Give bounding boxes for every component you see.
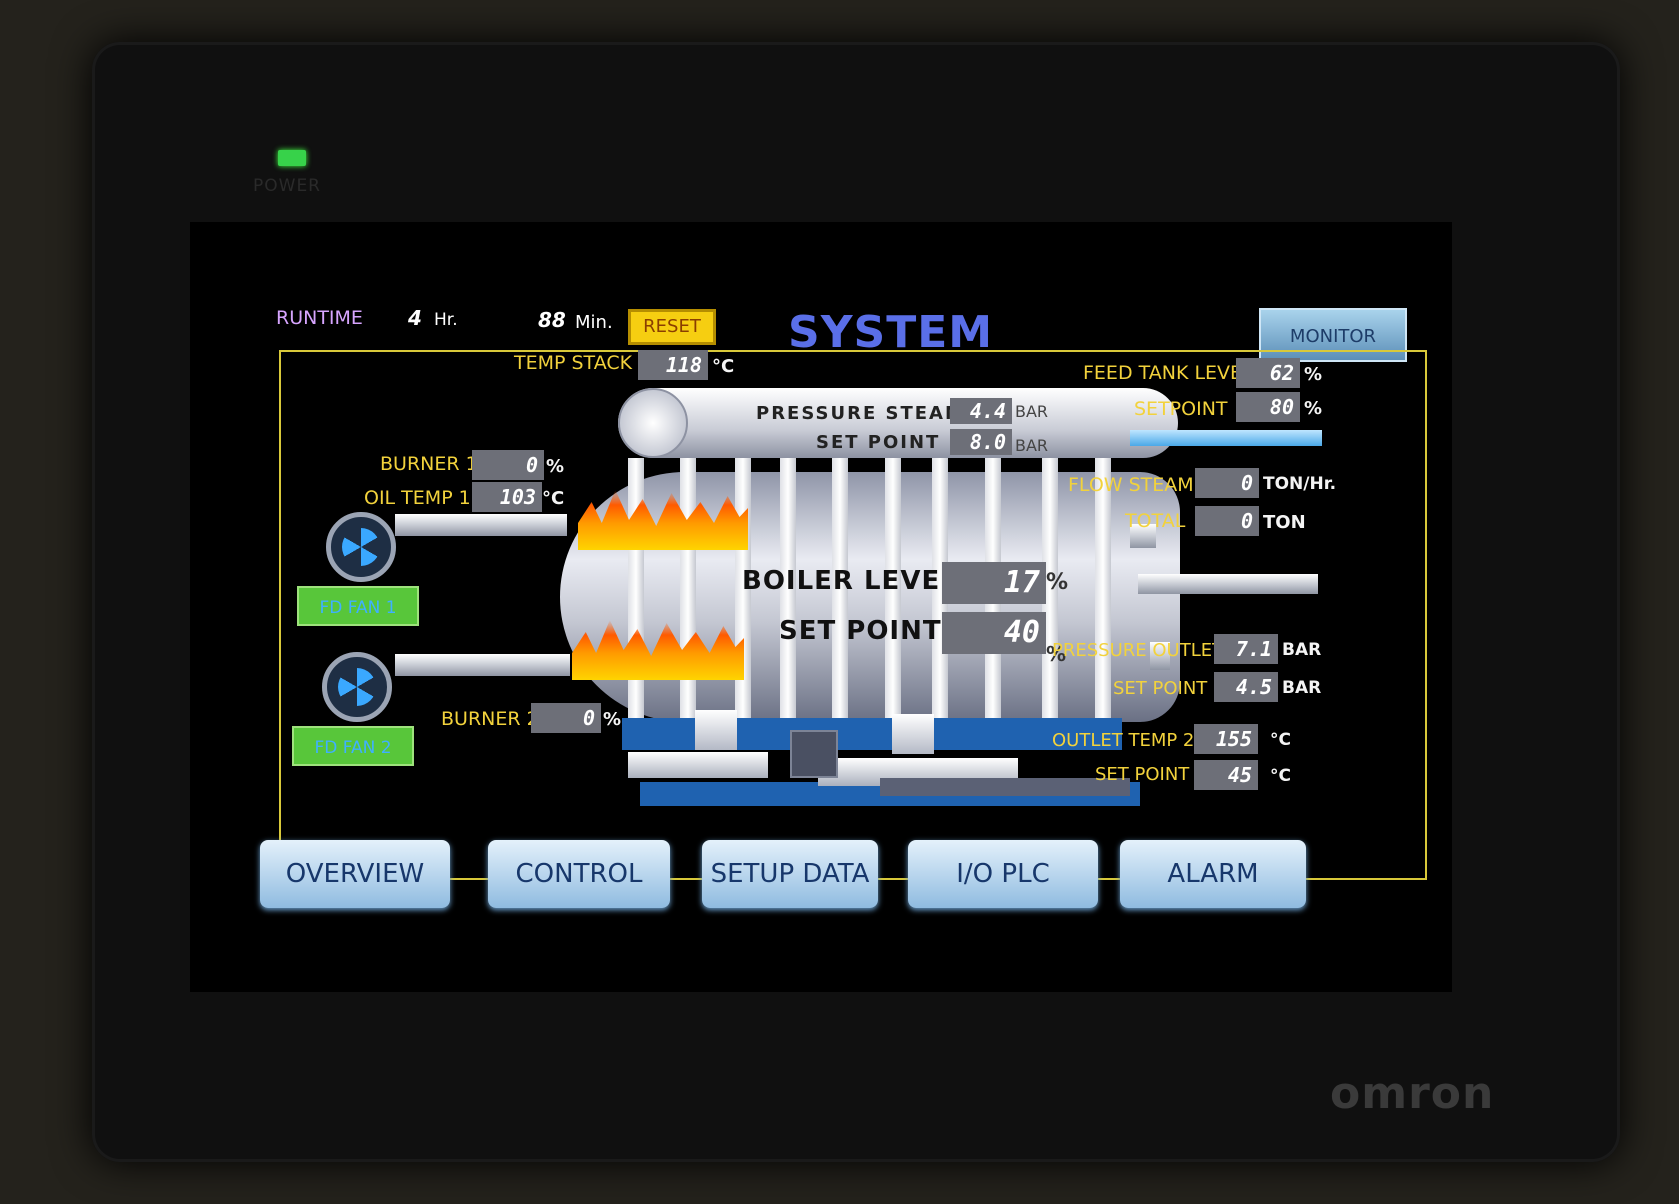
steam-drum-end bbox=[618, 388, 688, 458]
feed-tank-level-value[interactable]: 62 bbox=[1236, 358, 1300, 388]
burner-1-label: BURNER 1 bbox=[380, 453, 478, 475]
brand-logo: omron bbox=[1330, 1068, 1495, 1119]
pressure-outlet-sp-unit: BAR bbox=[1282, 678, 1322, 698]
burner-2-value[interactable]: 0 bbox=[531, 703, 601, 733]
runtime-label: RUNTIME bbox=[276, 307, 363, 329]
flow-steam-label: FLOW STEAM bbox=[1068, 474, 1194, 496]
pressure-outlet-label: PRESSURE OUTLET bbox=[1052, 640, 1224, 661]
pressure-steam-sp-value[interactable]: 8.0 bbox=[950, 429, 1012, 455]
boiler-diagram bbox=[190, 222, 1452, 992]
hmi-screen: RUNTIME 4 Hr. 88 Min. RESET SYSTEM MONIT… bbox=[190, 222, 1452, 992]
pipe bbox=[1138, 574, 1318, 594]
total-label: TOTAL bbox=[1125, 510, 1186, 532]
fan-blade-icon bbox=[338, 668, 376, 706]
burner-1-unit: % bbox=[546, 456, 565, 477]
pressure-steam-label: PRESSURE STEAM bbox=[756, 403, 965, 424]
base-support bbox=[892, 714, 934, 754]
power-led bbox=[278, 150, 306, 166]
minutes-unit: Min. bbox=[575, 312, 613, 333]
flow-steam-value[interactable]: 0 bbox=[1195, 468, 1259, 498]
base-plate bbox=[880, 778, 1130, 796]
steam-drum bbox=[618, 388, 1178, 458]
feed-tank-level-label: FEED TANK LEVEL bbox=[1083, 362, 1253, 384]
page-title: SYSTEM bbox=[788, 307, 994, 358]
temp-stack-label: TEMP STACK bbox=[514, 352, 633, 374]
outlet-temp-2-label: OUTLET TEMP 2 bbox=[1052, 730, 1195, 751]
outlet-temp-sp-value[interactable]: 45 bbox=[1194, 760, 1258, 790]
tube bbox=[832, 458, 848, 728]
pressure-steam-sp-unit: BAR bbox=[1015, 436, 1049, 455]
burner-1-value[interactable]: 0 bbox=[472, 450, 544, 480]
burner-2-label: BURNER 2 bbox=[441, 708, 539, 730]
total-unit: TON bbox=[1263, 512, 1306, 533]
total-value[interactable]: 0 bbox=[1195, 506, 1259, 536]
runtime-minutes: 88 bbox=[538, 308, 566, 332]
feed-tank-level-unit: % bbox=[1304, 364, 1323, 385]
burner-2-unit: % bbox=[603, 709, 622, 730]
boiler-shell bbox=[560, 472, 1180, 722]
tube bbox=[1042, 458, 1058, 728]
outlet-temp-2-unit: °C bbox=[1270, 730, 1291, 750]
pipe bbox=[1130, 524, 1156, 548]
pipe bbox=[395, 514, 567, 536]
tube bbox=[885, 458, 901, 728]
boiler-level-unit: % bbox=[1046, 570, 1069, 595]
base-support bbox=[695, 710, 737, 750]
fd-fan-1-button[interactable]: FD FAN 1 bbox=[297, 586, 419, 626]
pressure-steam-unit: BAR bbox=[1015, 402, 1049, 421]
outlet-temp-2-value[interactable]: 155 bbox=[1194, 724, 1258, 754]
fd-fan-2-button[interactable]: FD FAN 2 bbox=[292, 726, 414, 766]
io-plc-button[interactable]: I/O PLC bbox=[908, 840, 1098, 908]
runtime-hours: 4 bbox=[408, 306, 422, 330]
pressure-outlet-value[interactable]: 7.1 bbox=[1214, 634, 1278, 664]
overview-button[interactable]: OVERVIEW bbox=[260, 840, 450, 908]
control-button[interactable]: CONTROL bbox=[488, 840, 670, 908]
tube bbox=[780, 458, 796, 728]
pipe bbox=[1150, 642, 1170, 670]
base-support bbox=[790, 730, 838, 778]
tube bbox=[1095, 458, 1111, 728]
base-plate bbox=[628, 752, 768, 778]
pressure-steam-sp-label: SET POINT bbox=[816, 432, 941, 453]
pressure-outlet-unit: BAR bbox=[1282, 640, 1322, 660]
oil-temp-1-label: OIL TEMP 1 bbox=[364, 487, 471, 509]
feed-tank-sp-unit: % bbox=[1304, 398, 1323, 419]
pressure-outlet-sp-value[interactable]: 4.5 bbox=[1214, 672, 1278, 702]
tube bbox=[628, 458, 644, 728]
outlet-temp-sp-unit: °C bbox=[1270, 766, 1291, 786]
feed-pipe bbox=[1130, 430, 1322, 446]
reset-button[interactable]: RESET bbox=[628, 309, 716, 345]
feed-tank-sp-label: SETPOINT bbox=[1134, 398, 1228, 420]
tube bbox=[680, 458, 696, 728]
monitor-button[interactable]: MONITOR bbox=[1259, 308, 1407, 362]
pipe bbox=[395, 654, 570, 676]
oil-temp-1-unit: °C bbox=[542, 488, 565, 509]
alarm-button[interactable]: ALARM bbox=[1120, 840, 1306, 908]
feed-tank-sp-value[interactable]: 80 bbox=[1236, 392, 1300, 422]
pressure-steam-value[interactable]: 4.4 bbox=[950, 398, 1012, 424]
boiler-sp-label: SET POINT bbox=[779, 616, 942, 646]
boiler-sp-value[interactable]: 40 bbox=[942, 612, 1046, 654]
boiler-sp-unit: % bbox=[1046, 642, 1067, 666]
oil-temp-1-value[interactable]: 103 bbox=[472, 482, 542, 512]
pressure-outlet-sp-label: SET POINT bbox=[1113, 678, 1208, 699]
temp-stack-unit: °C bbox=[712, 356, 735, 377]
power-label: POWER bbox=[253, 176, 321, 196]
setup-data-button[interactable]: SETUP DATA bbox=[702, 840, 878, 908]
temp-stack-value[interactable]: 118 bbox=[638, 350, 708, 380]
outlet-temp-sp-label: SET POINT bbox=[1095, 764, 1190, 785]
tube bbox=[932, 458, 948, 728]
boiler-level-label: BOILER LEVEL bbox=[742, 566, 958, 596]
flow-steam-unit: TON/Hr. bbox=[1263, 474, 1337, 494]
boiler-level-value[interactable]: 17 bbox=[942, 562, 1046, 604]
hours-unit: Hr. bbox=[434, 310, 458, 330]
fan-blade-icon bbox=[342, 528, 380, 566]
